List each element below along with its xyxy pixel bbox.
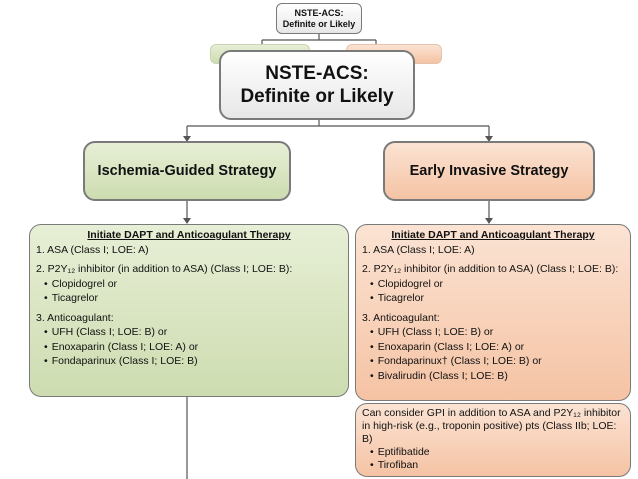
right-bullet-enoxaparin: Enoxaparin (Class I; LOE: A) or [362,340,624,355]
right-item-anticoagulant: 3. Anticoagulant: [362,311,440,324]
main-title-line2: Definite or Likely [240,86,394,107]
gpi-bullet-eptifibatide: Eptifibatide [362,446,624,459]
left-panel-header: Initiate DAPT and Anticoagulant Therapy [87,229,291,241]
top-small-box: NSTE-ACS: Definite or Likely [276,3,362,34]
right-bullet-ufh: UFH (Class I; LOE: B) or [362,325,624,340]
left-bullet-enoxaparin: Enoxaparin (Class I; LOE: A) or [36,340,342,355]
right-panel-header: Initiate DAPT and Anticoagulant Therapy [391,229,595,241]
left-bullet-ufh: UFH (Class I; LOE: B) or [36,325,342,340]
ischemia-guided-label: Ischemia-Guided Strategy [97,163,277,179]
left-bullet-ticagrelor: Ticagrelor [36,291,342,306]
right-therapy-panel: Initiate DAPT and Anticoagulant Therapy … [355,224,631,401]
left-item-p2y12: 2. P2Y₁₂ inhibitor (in addition to ASA) … [36,263,293,275]
right-bullet-fondaparinux: Fondaparinux† (Class I; LOE: B) or [362,354,624,369]
right-bullet-clopidogrel: Clopidogrel or [362,277,624,292]
left-bullet-fondaparinux: Fondaparinux (Class I; LOE: B) [36,354,342,369]
right-bullet-bivalirudin: Bivalirudin (Class I; LOE: B) [362,369,624,384]
right-item-p2y12: 2. P2Y₁₂ inhibitor (in addition to ASA) … [362,263,619,275]
gpi-bullet-tirofiban: Tirofiban [362,459,624,472]
left-item-asa: 1. ASA (Class I; LOE: A) [36,243,149,256]
left-bullet-clopidogrel: Clopidogrel or [36,277,342,292]
right-bullet-ticagrelor: Ticagrelor [362,291,624,306]
gpi-panel: Can consider GPI in addition to ASA and … [355,403,631,477]
left-item-anticoagulant: 3. Anticoagulant: [36,311,114,324]
gpi-text: Can consider GPI in addition to ASA and … [362,407,621,445]
ischemia-guided-box: Ischemia-Guided Strategy [83,141,291,201]
main-title-line1: NSTE-ACS: [265,63,369,84]
early-invasive-box: Early Invasive Strategy [383,141,595,201]
right-item-asa: 1. ASA (Class I; LOE: A) [362,243,475,256]
left-therapy-panel: Initiate DAPT and Anticoagulant Therapy … [29,224,349,397]
top-small-line1: NSTE-ACS: [294,7,344,18]
top-small-line2: Definite or Likely [282,18,356,29]
early-invasive-label: Early Invasive Strategy [409,163,569,179]
main-title-box: NSTE-ACS: Definite or Likely [219,50,415,120]
